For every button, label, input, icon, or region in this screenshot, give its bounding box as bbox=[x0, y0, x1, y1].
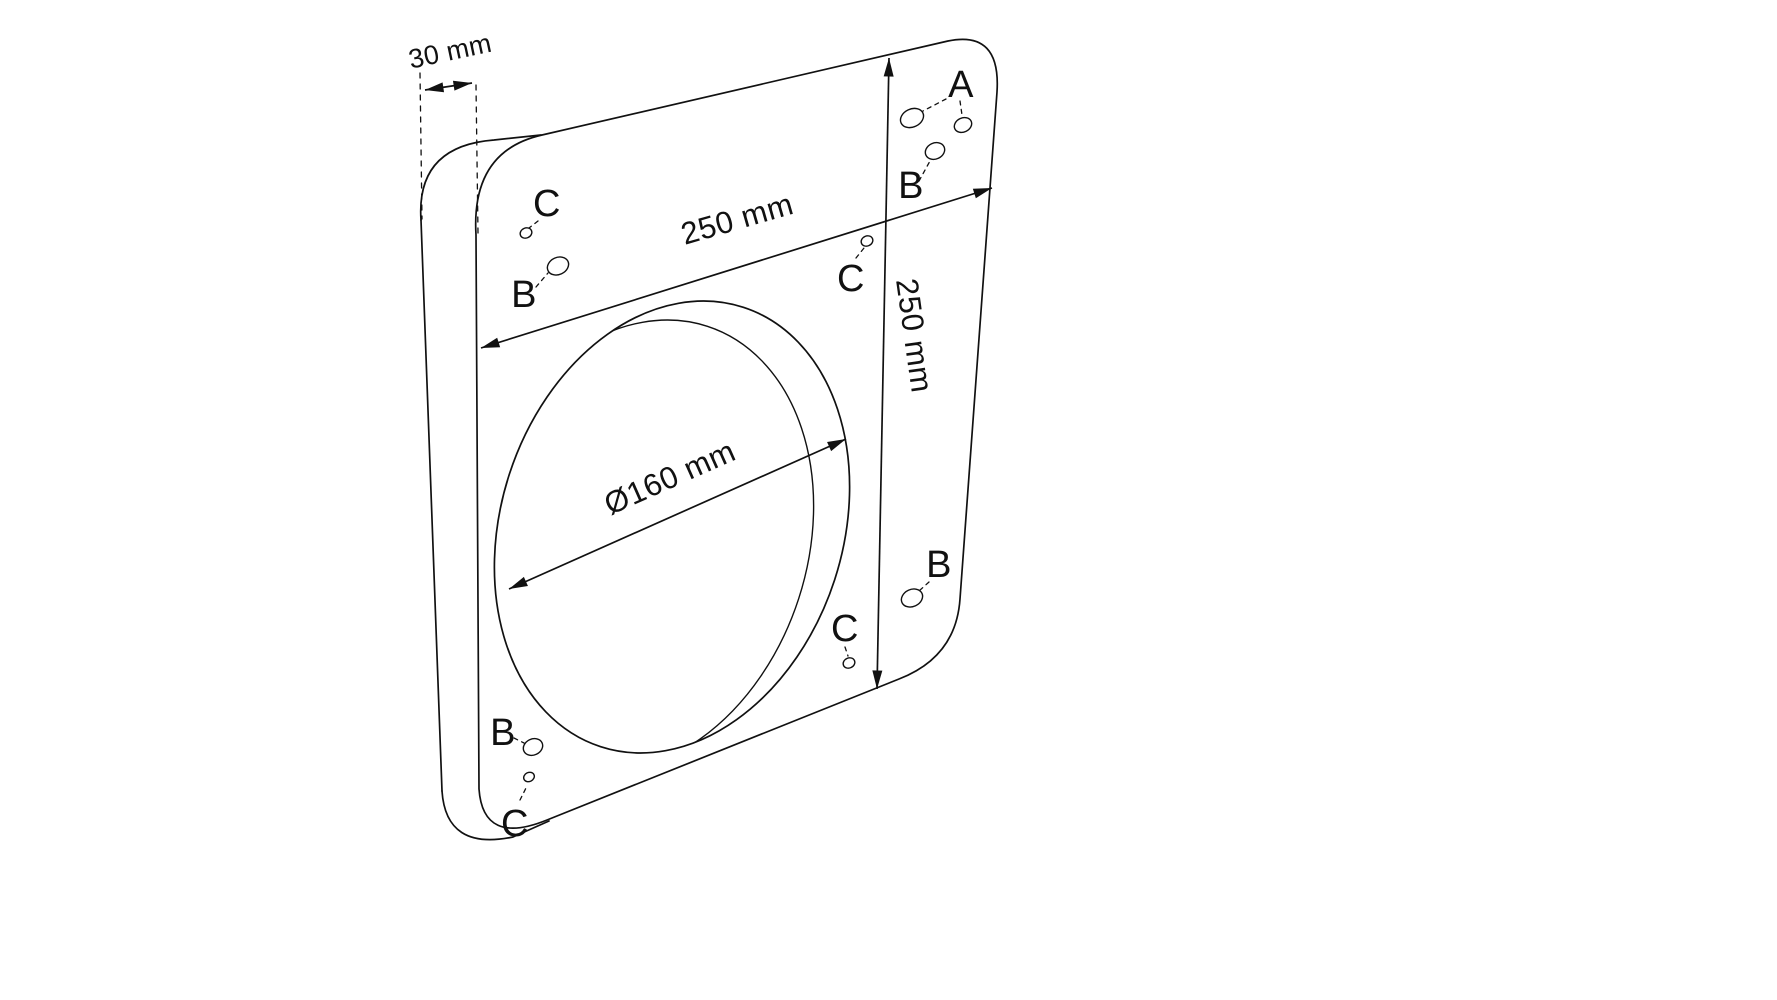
hole-c-top-left bbox=[519, 227, 533, 239]
hole-b-bottom-left bbox=[522, 737, 544, 757]
diameter-dimension-arrow bbox=[508, 438, 847, 590]
width-dimension-label: 250 mm bbox=[677, 186, 797, 251]
hole-a-1 bbox=[899, 107, 925, 129]
dimension-thickness: 30 mm bbox=[406, 28, 494, 234]
leader-c-right-upper bbox=[855, 247, 865, 259]
leader-b-right-lower bbox=[918, 581, 930, 592]
hole-c-right-lower bbox=[842, 657, 856, 669]
hole-b-right-lower bbox=[900, 588, 924, 608]
label-b-bottom-left: B bbox=[490, 712, 516, 754]
label-c-right-upper: C bbox=[837, 258, 865, 300]
plate-front-face bbox=[474, 38, 999, 829]
leader-lines bbox=[513, 98, 963, 801]
plate-body bbox=[419, 38, 999, 841]
hole-b-top-right bbox=[924, 141, 946, 161]
leader-a-2 bbox=[959, 100, 963, 116]
width-dimension-arrow bbox=[480, 187, 993, 349]
label-c-right-lower: C bbox=[831, 608, 859, 650]
leader-b-bottom-left bbox=[513, 737, 525, 744]
dimension-hole-diameter: Ø160 mm bbox=[508, 433, 847, 590]
leader-c-top-left bbox=[528, 220, 539, 229]
hole-letter-labels: A B C C B B C B C bbox=[490, 64, 974, 845]
plate-side-bottom-left-arc bbox=[441, 790, 550, 841]
label-b-top-left: B bbox=[511, 274, 537, 316]
label-a: A bbox=[948, 64, 974, 106]
hole-c-right-upper bbox=[860, 235, 874, 247]
hole-c-bottom-left bbox=[522, 771, 536, 783]
leader-c-right-lower bbox=[844, 646, 849, 657]
dimension-height: 250 mm bbox=[872, 57, 940, 690]
plate-side-top-left-arc bbox=[419, 134, 542, 221]
thickness-dimension-arrow bbox=[424, 80, 473, 93]
hole-b-top-left bbox=[546, 256, 570, 276]
height-dimension-arrow bbox=[872, 57, 894, 690]
leader-b-top-left bbox=[535, 272, 549, 288]
label-c-top-left: C bbox=[533, 183, 561, 225]
height-dimension-label: 250 mm bbox=[889, 276, 940, 395]
label-b-top-right: B bbox=[898, 165, 924, 207]
label-c-bottom-left: C bbox=[501, 803, 529, 845]
diameter-dimension-label: Ø160 mm bbox=[599, 433, 741, 522]
thickness-extension-line-back bbox=[419, 72, 423, 220]
thickness-dimension-label: 30 mm bbox=[406, 28, 494, 75]
label-b-right-lower: B bbox=[926, 544, 952, 586]
hole-back-rim bbox=[457, 319, 815, 773]
mounting-holes bbox=[519, 107, 973, 783]
plate-side-back-edge bbox=[420, 219, 443, 792]
leader-b-top-right bbox=[918, 160, 931, 182]
hole-a-2 bbox=[953, 116, 973, 134]
leader-c-bottom-left bbox=[519, 785, 528, 801]
thickness-extension-line-front bbox=[475, 84, 479, 234]
leader-a-1 bbox=[922, 98, 947, 112]
